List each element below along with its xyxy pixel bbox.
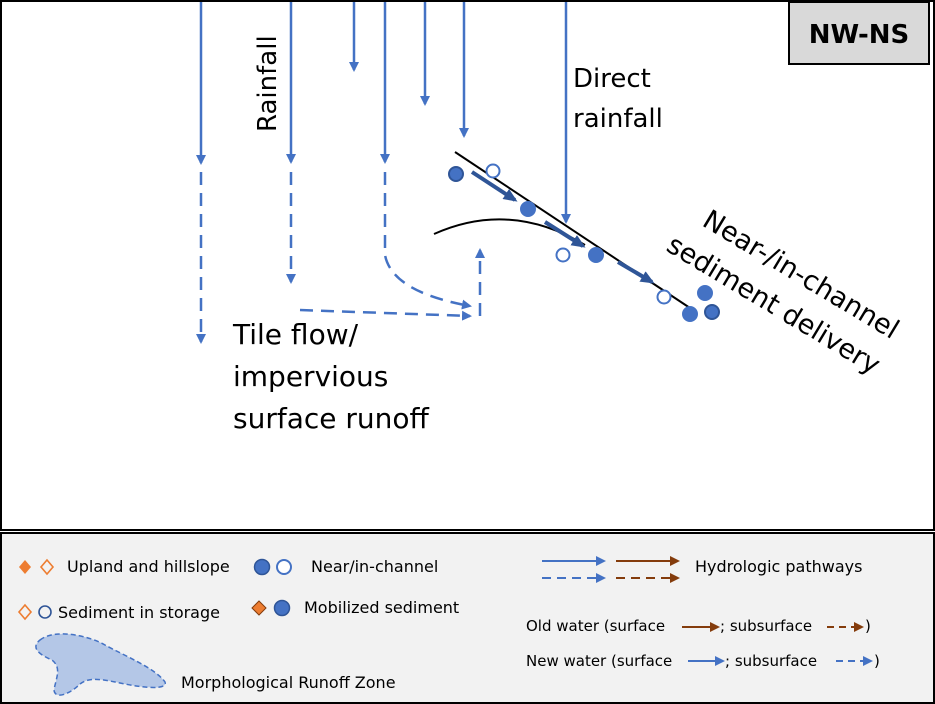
mobilized-diamond-icon <box>251 600 267 616</box>
legend-near-channel-label: Near/in-channel <box>311 557 438 576</box>
channel-flow-arrow-2 <box>543 220 586 248</box>
legend-new-water-close: ) <box>874 652 880 670</box>
legend-upland-label: Upland and hillslope <box>67 557 230 576</box>
runoff-zone-shape <box>35 633 166 696</box>
legend-hydrologic-label: Hydrologic pathways <box>695 557 862 576</box>
legend-new-water-label: New water (surface <box>526 652 672 670</box>
upland-filled-diamond-icon <box>19 560 31 574</box>
legend: Upland and hillslope Near/in-channel Hyd… <box>0 532 935 704</box>
mobilized-circle-icon <box>273 599 291 617</box>
legend-old-water-subsurface-label: ; subsurface <box>720 617 812 635</box>
tile-flow-line-2: impervious <box>233 360 388 393</box>
mobilized-sediment-dot <box>682 306 698 322</box>
tile-flow-lateral-arrow <box>299 308 472 321</box>
near-channel-filled-circle-icon <box>253 558 271 576</box>
rainfall-pathways <box>196 2 571 344</box>
mobilized-sediment-dot <box>588 247 604 263</box>
legend-old-water-close: ) <box>865 617 871 635</box>
storage-open-circle-icon <box>38 605 52 619</box>
mobilized-sediment-dot <box>520 201 536 217</box>
stored-sediment-dot <box>485 163 501 179</box>
stored-sediment-dot <box>656 289 672 305</box>
direct-rainfall-label: Direct rainfall <box>573 64 663 134</box>
channel-flow-arrow-3 <box>616 260 655 284</box>
sediment-particles <box>448 163 720 322</box>
diagram-panel <box>0 0 935 531</box>
mobilized-sediment-dot <box>704 304 720 320</box>
mobilized-sediment-dot <box>697 285 713 301</box>
mobilized-sediment-dot <box>448 166 464 182</box>
legend-storage-label: Sediment in storage <box>58 603 220 622</box>
channel-flow-arrow-1 <box>470 170 518 202</box>
tile-flow-line-3: surface runoff <box>233 402 430 435</box>
tile-flow-line-1: Tile flow/ <box>232 318 359 351</box>
direct-rainfall-line-1: Direct <box>573 64 651 94</box>
region-badge: NW-NS <box>788 1 930 65</box>
legend-mobilized-label: Mobilized sediment <box>304 598 459 617</box>
stored-sediment-dot <box>555 247 571 263</box>
subsurface-curve-arrow <box>383 172 472 310</box>
region-badge-label: NW-NS <box>809 20 910 50</box>
storage-open-diamond-icon <box>17 603 33 621</box>
rainfall-label: Rainfall <box>253 35 283 132</box>
legend-old-water-label: Old water (surface <box>526 617 665 635</box>
upland-open-diamond-icon <box>39 558 55 576</box>
direct-rainfall-line-2: rainfall <box>573 104 663 134</box>
channel-flow-arrows <box>470 170 655 284</box>
legend-new-water-subsurface-label: ; subsurface <box>725 652 817 670</box>
near-channel-open-circle-icon <box>276 559 292 575</box>
legend-runoff-zone-label: Morphological Runoff Zone <box>181 673 396 692</box>
tile-flow-label: Tile flow/ impervious surface runoff <box>232 318 430 435</box>
